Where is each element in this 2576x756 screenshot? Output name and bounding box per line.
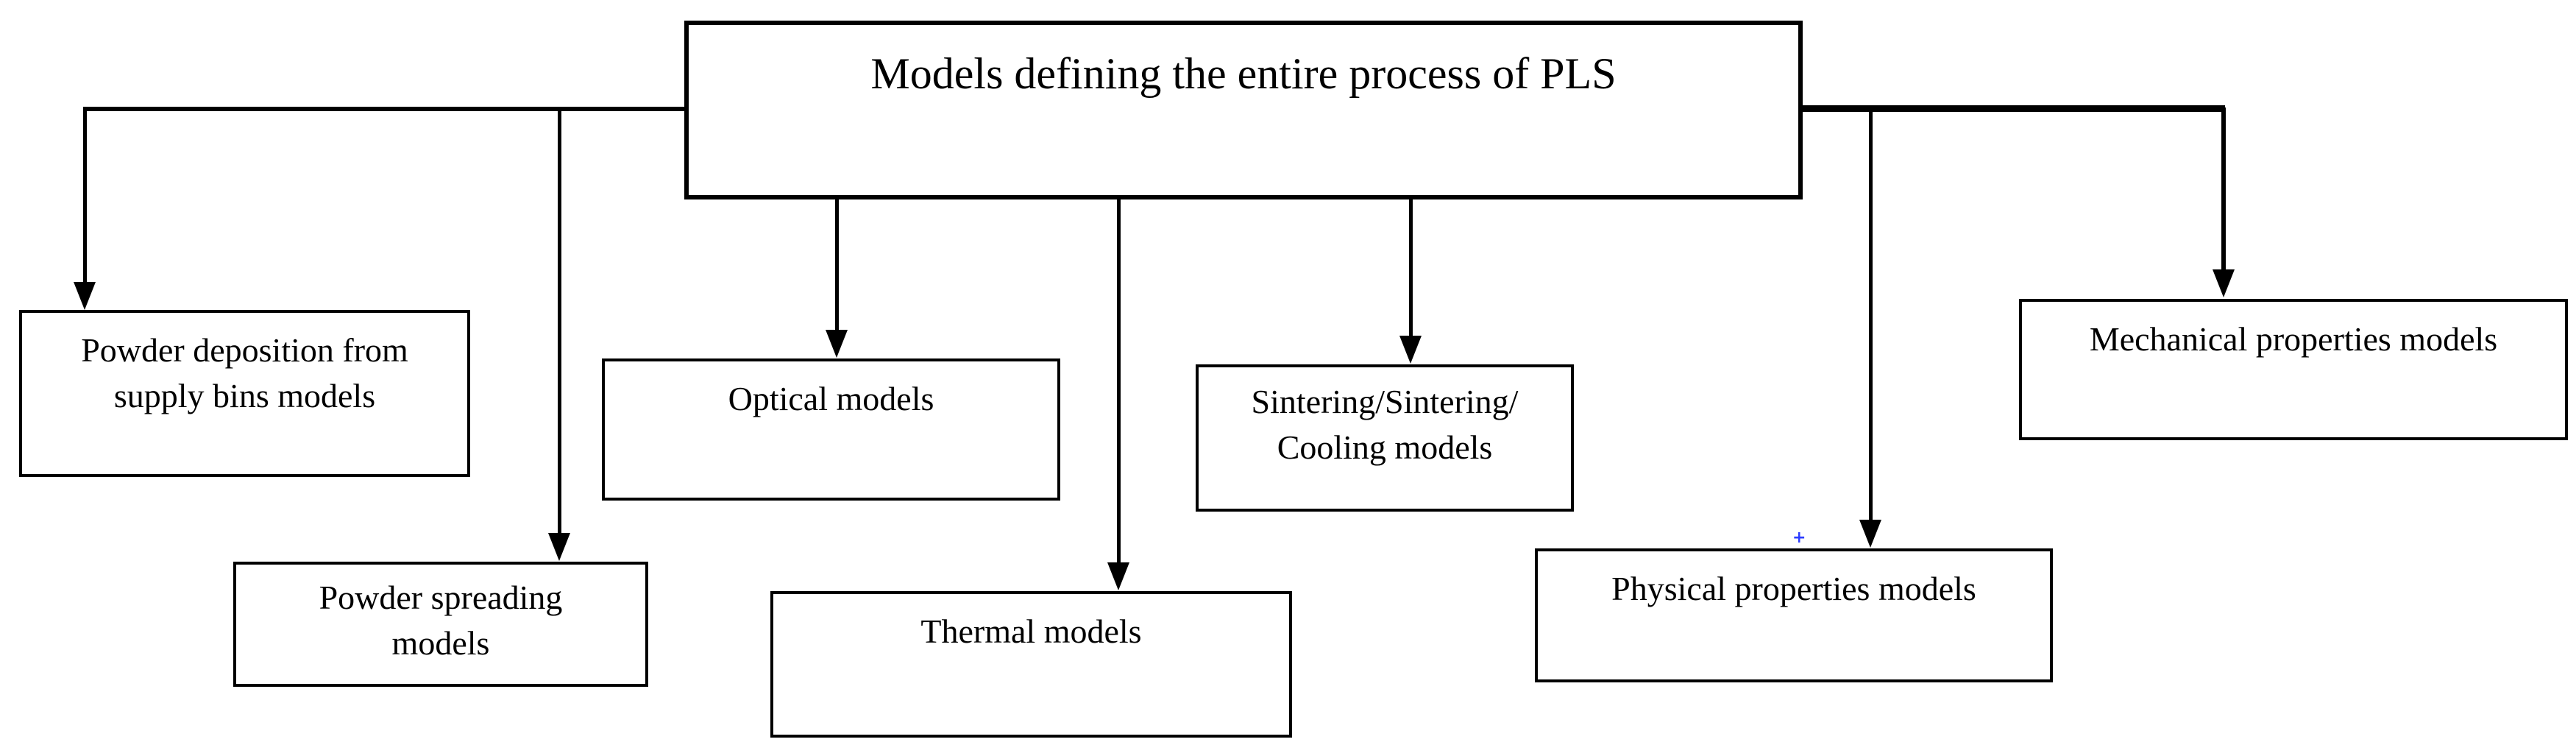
node-label-line: Powder deposition from	[81, 331, 408, 369]
connector-right-horizontal	[1800, 105, 2225, 112]
arrow-shaft-mechanical-properties	[2221, 107, 2226, 271]
node-thermal: Thermal models	[770, 591, 1292, 738]
node-label-line: models	[391, 624, 490, 663]
node-physical-properties: Physical properties models	[1535, 548, 2053, 682]
node-label-line: Mechanical properties models	[2089, 320, 2498, 358]
arrowhead-physical-properties	[1859, 520, 1881, 548]
node-optical: Optical models	[602, 358, 1060, 501]
arrow-shaft-physical-properties	[1869, 109, 1873, 521]
arrowhead-sintering	[1399, 336, 1422, 364]
connector-left-horizontal	[83, 107, 686, 111]
node-label-line: Optical models	[728, 380, 934, 417]
arrowhead-optical	[826, 330, 848, 358]
node-sintering-cooling: Sintering/Sintering/ Cooling models	[1196, 364, 1574, 512]
node-label-line: supply bins models	[113, 377, 376, 415]
arrowhead-mechanical-properties	[2213, 269, 2235, 297]
node-label-line: Physical properties models	[1611, 570, 1976, 607]
node-models-defining-pls: Models defining the entire process of PL…	[684, 21, 1803, 199]
arrowhead-thermal	[1107, 562, 1129, 590]
node-label-line: Thermal models	[920, 612, 1142, 650]
arrowhead-powder-deposition	[74, 282, 96, 310]
node-powder-deposition: Powder deposition from supply bins model…	[19, 310, 470, 477]
arrow-shaft-thermal	[1117, 197, 1121, 564]
arrow-shaft-optical	[835, 197, 839, 331]
arrow-shaft-powder-deposition	[83, 107, 87, 283]
node-label-line: Cooling models	[1277, 428, 1493, 467]
arrow-shaft-powder-spreading	[558, 109, 561, 534]
arrowhead-powder-spreading	[548, 533, 570, 561]
arrow-shaft-sintering	[1409, 197, 1413, 337]
node-mechanical-properties: Mechanical properties models	[2019, 299, 2568, 440]
node-powder-spreading: Powder spreading models	[233, 562, 648, 687]
node-label-line: Sintering/Sintering/	[1251, 383, 1519, 420]
blue-artifact-mark: +	[1792, 529, 1806, 547]
node-label-line: Powder spreading	[319, 579, 563, 616]
node-label: Models defining the entire process of PL…	[870, 49, 1617, 98]
